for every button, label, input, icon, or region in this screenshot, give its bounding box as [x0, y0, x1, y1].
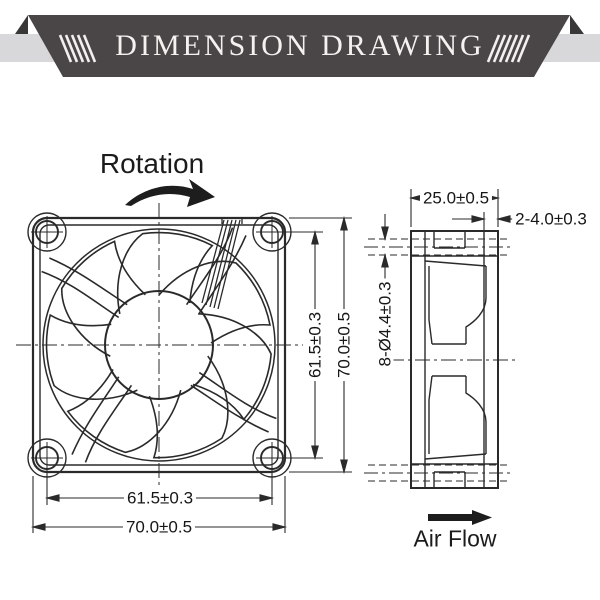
dim-label-frame-height: 70.0±0.5: [335, 308, 354, 382]
dim-label-hole-spacing-vertical: 61.5±0.3: [306, 308, 325, 382]
dim-label-flange-thickness: 2-4.0±0.3: [512, 210, 590, 228]
air-flow-arrow-icon: [428, 510, 492, 525]
fan-front-view: [16, 203, 303, 489]
banner-trapezoid: [28, 15, 570, 77]
side-hidden-hole-lines: [364, 238, 514, 482]
front-centerlines: [16, 203, 303, 489]
banner-fold-right: [570, 15, 584, 34]
dim-label-depth: 25.0±0.5: [419, 189, 493, 207]
banner-fold-left: [15, 15, 28, 34]
dim-label-frame-width: 70.0±0.5: [122, 518, 196, 536]
header-banner: [0, 15, 600, 77]
dim-side-flange: [452, 212, 514, 230]
dim-label-mounting-holes: 8-Ø4.4±0.3: [376, 278, 395, 370]
banner-slashes-left: [58, 34, 97, 63]
dim-label-hole-spacing-horizontal: 61.5±0.3: [123, 489, 197, 507]
mounting-holes: [27, 212, 292, 478]
side-blade-bottom: [424, 375, 487, 460]
side-bottom-flange: [411, 463, 498, 488]
dim-mounting-holes: [381, 214, 389, 280]
side-blade-top: [424, 260, 487, 345]
fan-blades: [45, 231, 272, 459]
rotation-arrow-icon: [125, 179, 215, 207]
page-title: DIMENSION DRAWING: [115, 29, 485, 62]
wire-bundle: [201, 218, 243, 310]
rotation-label: Rotation: [99, 148, 205, 179]
fan-side-view: [364, 230, 519, 489]
side-top-flange: [411, 231, 498, 257]
banner-slashes-right: [486, 34, 531, 63]
fan-struts: [41, 227, 277, 463]
air-flow-label: Air Flow: [413, 525, 497, 552]
